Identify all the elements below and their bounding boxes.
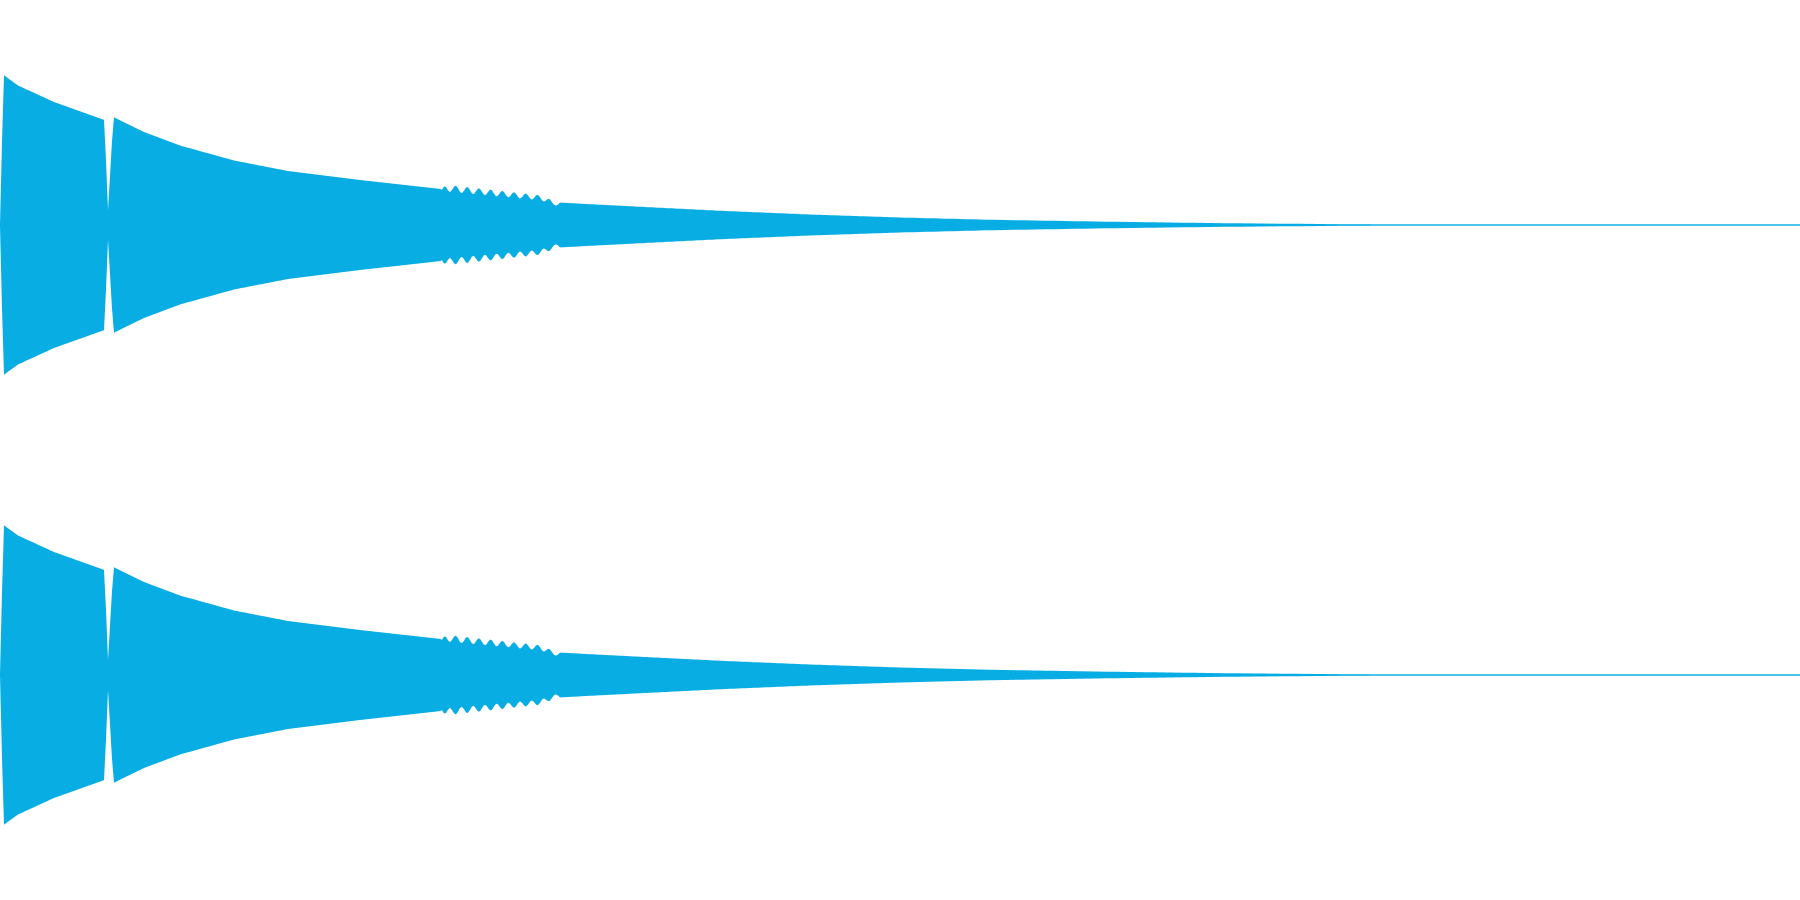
waveform-channel-right xyxy=(0,525,1800,825)
waveform-channel-left xyxy=(0,75,1800,375)
